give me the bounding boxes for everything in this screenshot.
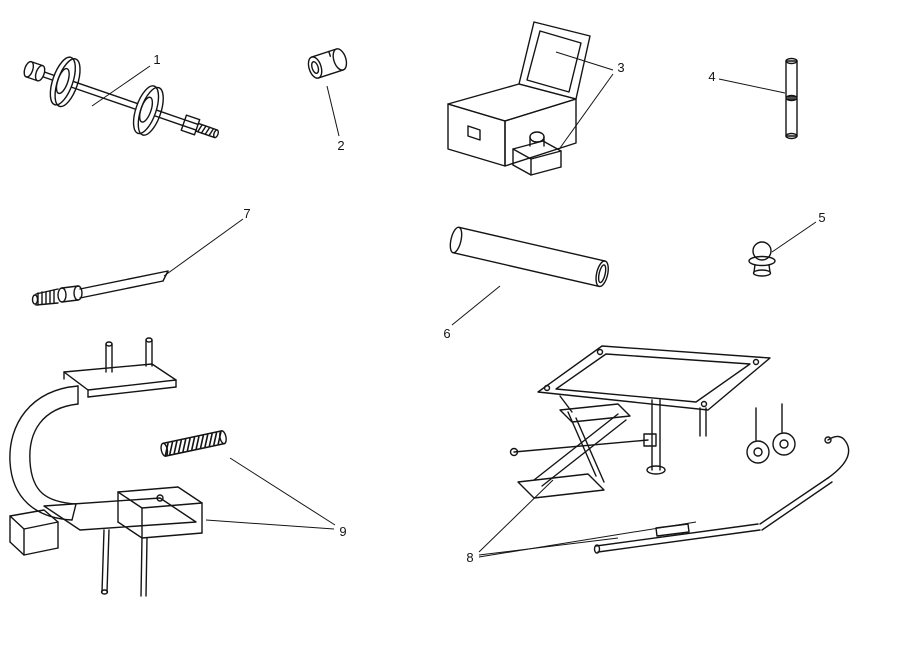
callout-3: 3 (617, 60, 624, 75)
part-bushing-sleeve (307, 48, 348, 79)
part-valve-fitting (748, 241, 776, 277)
part-tool-case (447, 21, 591, 176)
part-pin-rod (785, 57, 798, 140)
callout-6: 6 (443, 326, 450, 341)
hatched-pin (160, 430, 227, 457)
part-hose-fitting-tool (31, 270, 169, 306)
callout-7: 7 (243, 206, 250, 221)
part-handle-bar (449, 226, 609, 288)
part-support-clamp (9, 337, 227, 597)
part-scissor-jack-stand (509, 345, 850, 554)
callout-1: 1 (153, 52, 160, 67)
callout-5: 5 (818, 210, 825, 225)
callout-8: 8 (466, 550, 473, 565)
diagram-artwork (9, 21, 850, 597)
callout-9: 9 (339, 524, 346, 539)
callout-4: 4 (708, 69, 715, 84)
callout-leader-lines (91, 51, 817, 558)
callout-2: 2 (337, 138, 344, 153)
